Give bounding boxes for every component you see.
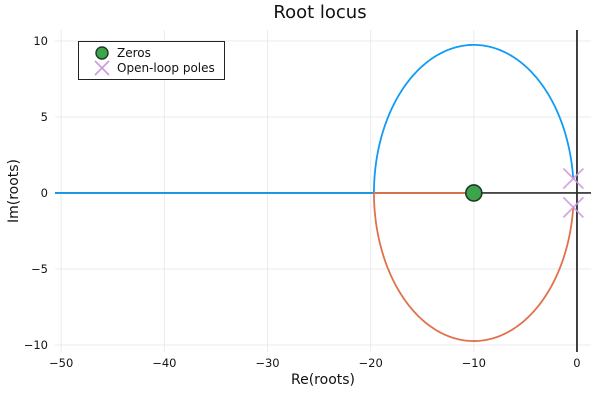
poles-x-icon [87,60,117,76]
x-tick-label: −50 [49,356,73,370]
locus-branch-lower-curve [373,192,575,342]
zeros-circle-icon [87,45,117,61]
legend-item: Zeros [87,46,224,61]
x-axis-label: Re(roots) [291,372,355,388]
legend-item: Open-loop poles [87,60,224,76]
y-tick-label: 0 [41,186,48,200]
x-tick-label: −40 [152,356,176,370]
chart-title: Root locus [273,2,367,23]
legend-item-label: Zeros [117,45,151,60]
x-tick-label: 0 [573,356,580,370]
x-tick-label: −30 [255,356,279,370]
zero-circle-marker [465,184,483,202]
x-tick-label: −10 [462,356,486,370]
y-tick-label: 5 [41,110,48,124]
y-tick-label: −5 [31,262,48,276]
y-axis-label: Im(roots) [6,158,22,224]
pole-x-marker [562,196,584,219]
pole-x-marker [562,167,584,190]
legend-item-label: Open-loop poles [117,60,215,75]
y-tick-label: −10 [24,338,48,352]
x-tick-label: −20 [359,356,383,370]
locus-branch-upper-curve [55,44,575,194]
y-tick-label: 10 [33,34,48,48]
